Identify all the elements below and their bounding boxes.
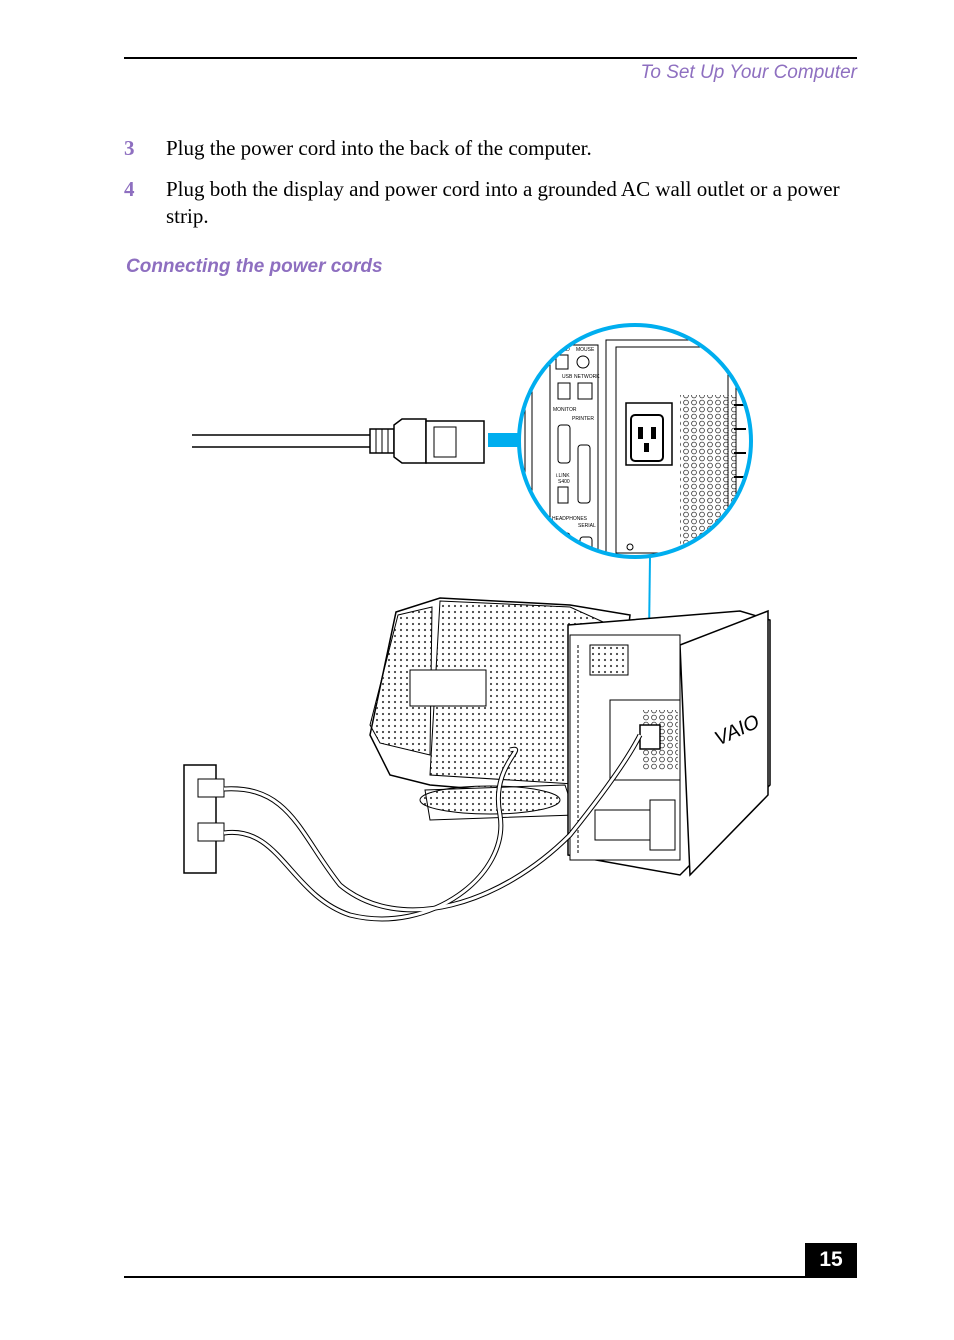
step-text: Plug the power cord into the back of the… [166,136,592,160]
rear-panel-zoom: BOARD MOUSE USB NETWORK MONITOR PRINTER … [517,323,753,559]
step-number: 4 [124,177,135,201]
section-title: To Set Up Your Computer [640,62,857,83]
port-label-network: NETWORK [574,374,600,380]
port-label-monitor: MONITOR [553,407,577,413]
port-label-headphones: HEADPHONES [552,516,588,522]
port-label-serial: SERIAL [578,523,596,529]
port-label-printer: PRINTER [572,416,594,422]
header-rule [124,57,857,59]
computer-tower: VAIO [567,609,771,877]
footer-rule [124,1276,857,1278]
page-number: 15 [805,1243,857,1277]
wall-outlet [183,764,225,874]
monitor [369,597,631,821]
port-label-mouse: MOUSE [576,347,595,353]
port-label-usb: USB [562,374,573,380]
power-cord-illustration: BOARD MOUSE USB NETWORK MONITOR PRINTER … [170,315,790,940]
port-label-ilink-sub: S400 [558,479,570,485]
port-label-ilink: i.LINK [556,473,570,479]
step-text: Plug both the display and power cord int… [166,177,840,228]
step-number: 3 [124,136,135,160]
power-cord-plug [192,418,485,464]
figure-caption: Connecting the power cords [126,256,383,277]
